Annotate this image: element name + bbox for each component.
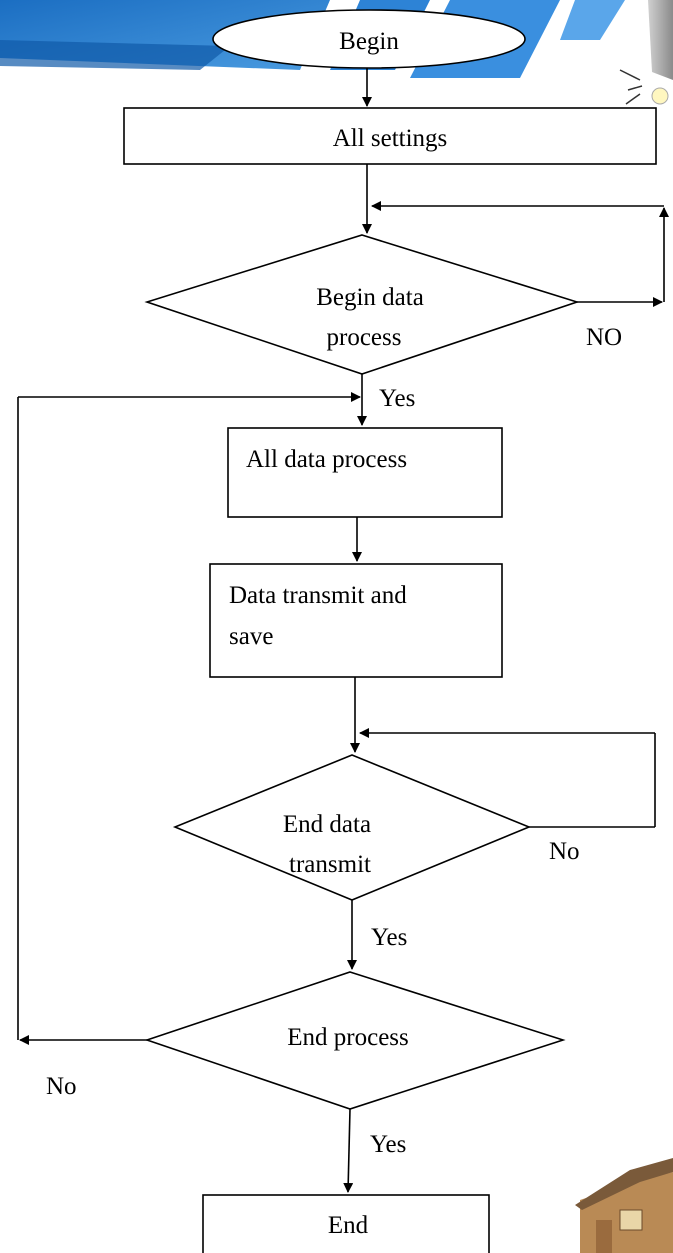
- end-label: End: [328, 1212, 369, 1239]
- house-graphic: [575, 1158, 673, 1253]
- data-transmit-box: [209, 563, 503, 678]
- all-data-process-box: [227, 427, 503, 518]
- transmit-line1: Data transmit and: [229, 582, 407, 609]
- start-terminator: [212, 9, 526, 69]
- no-label-middle: No: [549, 838, 580, 865]
- all-settings-label: All settings: [333, 125, 448, 152]
- lamp-graphic: [619, 0, 673, 105]
- end-box: [202, 1194, 490, 1253]
- no-label-lower: No: [46, 1073, 77, 1100]
- yes-label-1: Yes: [379, 385, 415, 412]
- end-transmit-line1: End data: [283, 811, 371, 838]
- arrow-yes-to-end: [343, 1108, 354, 1193]
- begin-label: Begin: [339, 28, 399, 55]
- transmit-line2: save: [229, 623, 273, 650]
- yes-label-3: Yes: [370, 1131, 406, 1158]
- begin-decision-line2: process: [327, 324, 402, 351]
- yes-label-2: Yes: [371, 924, 407, 951]
- end-process-label: End process: [287, 1024, 409, 1051]
- end-transmit-line2: transmit: [289, 851, 371, 878]
- no-label-upper: NO: [586, 324, 622, 351]
- all-settings-box: [123, 107, 657, 165]
- begin-decision-line1: Begin data: [316, 284, 424, 311]
- all-data-process-label: All data process: [246, 446, 407, 473]
